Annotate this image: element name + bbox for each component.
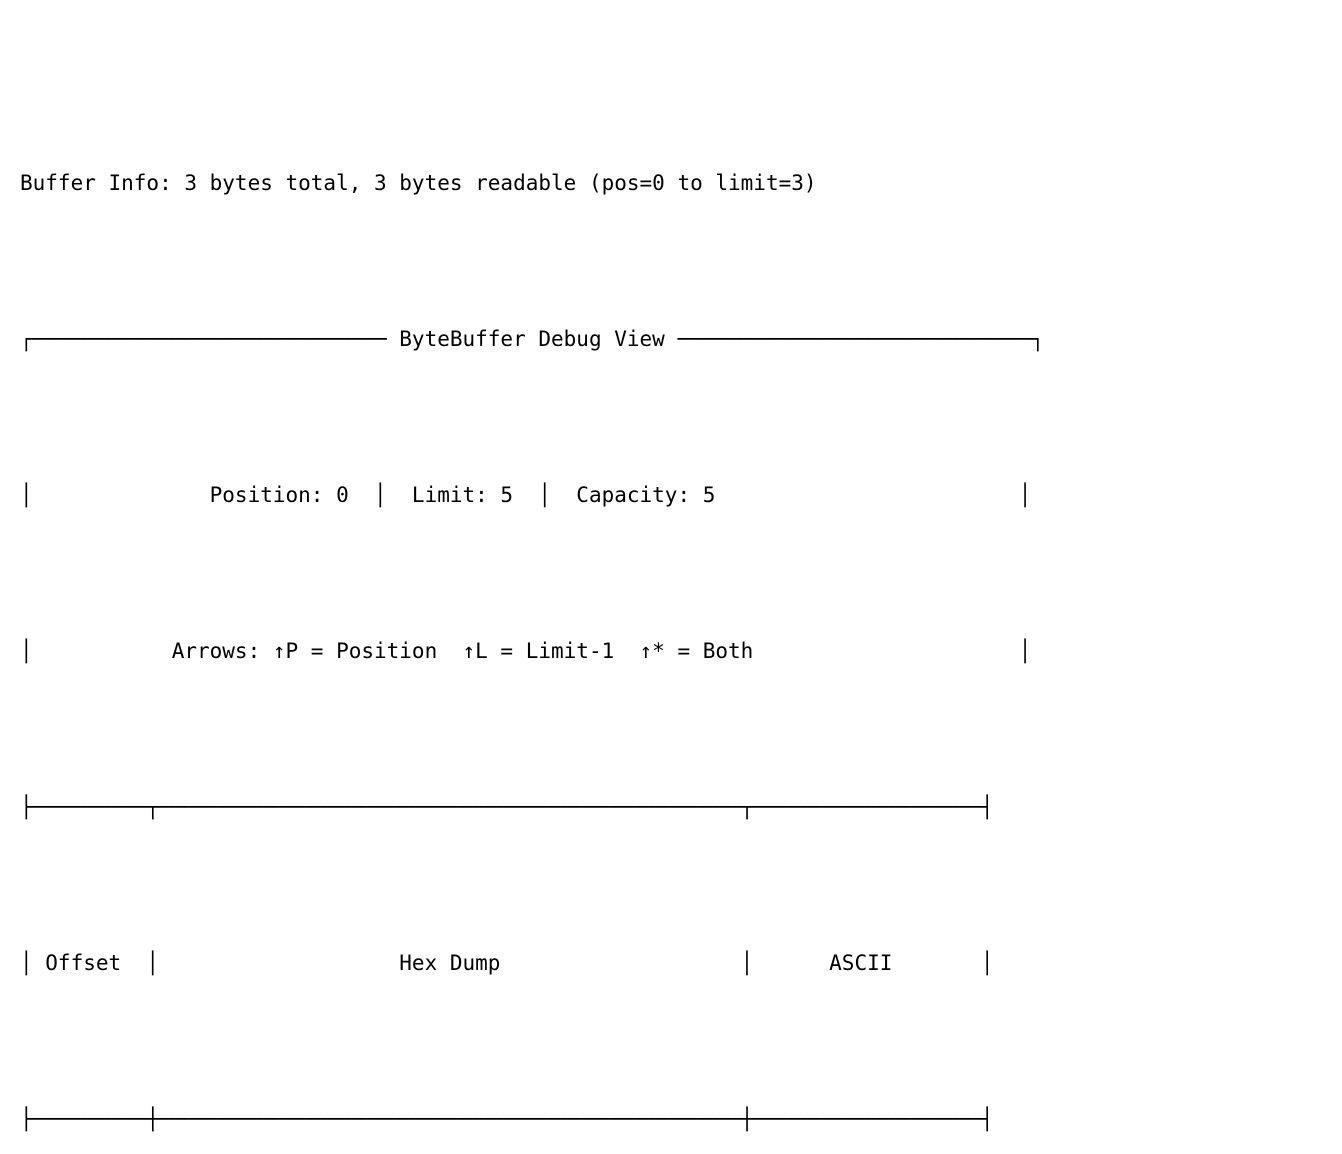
debug-view-border-top: ┌──────────────────────────── ByteBuffer… — [20, 327, 1045, 351]
debug-view-stats-line: │ Position: 0 │ Limit: 5 │ Capacity: 5 │ — [20, 483, 1032, 507]
buffer-info-line-top: Buffer Info: 3 bytes total, 3 bytes read… — [20, 171, 817, 195]
debug-view-rule-mid: ├─────────┼─────────────────────────────… — [20, 1107, 994, 1131]
debug-view-header-row: │ Offset │ Hex Dump │ ASCII │ — [20, 951, 994, 975]
debug-view-rule-top: ├─────────┬─────────────────────────────… — [20, 795, 994, 819]
console-output-pane[interactable]: Buffer Info: 3 bytes total, 3 bytes read… — [20, 47, 1044, 1154]
debug-view-legend-line: │ Arrows: ↑P = Position ↑L = Limit-1 ↑* … — [20, 639, 1032, 663]
